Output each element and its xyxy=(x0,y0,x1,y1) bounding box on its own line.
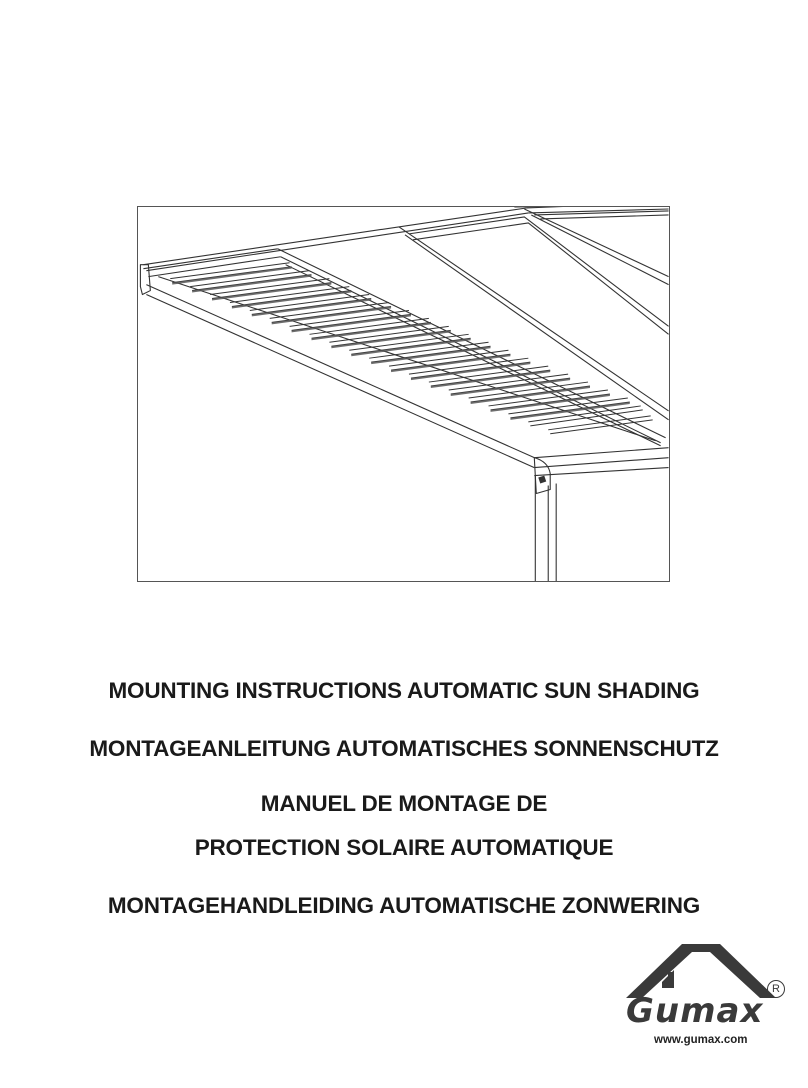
title-english: MOUNTING INSTRUCTIONS AUTOMATIC SUN SHAD… xyxy=(108,678,700,703)
brand-wordmark: Gumax xyxy=(626,991,764,1031)
website-url[interactable]: www.gumax.com xyxy=(654,1034,748,1046)
title-french-line-2: PROTECTION SOLAIRE AUTOMATIQUE xyxy=(194,835,614,860)
gumax-logo: Gumax R www.gumax.com xyxy=(624,942,790,1052)
title-french-line-1: MANUEL DE MONTAGE DE xyxy=(260,791,548,816)
veranda-drawing xyxy=(139,207,669,581)
registered-mark: R xyxy=(767,980,785,998)
title-dutch: MONTAGEHANDLEIDING AUTOMATISCHE ZONWERIN… xyxy=(107,893,701,918)
title-german: MONTAGEANLEITUNG AUTOMATISCHES SONNENSCH… xyxy=(89,736,719,761)
house-roof-icon xyxy=(626,944,776,998)
sunshade-slats xyxy=(170,262,653,435)
sun-shading-illustration xyxy=(137,206,670,582)
